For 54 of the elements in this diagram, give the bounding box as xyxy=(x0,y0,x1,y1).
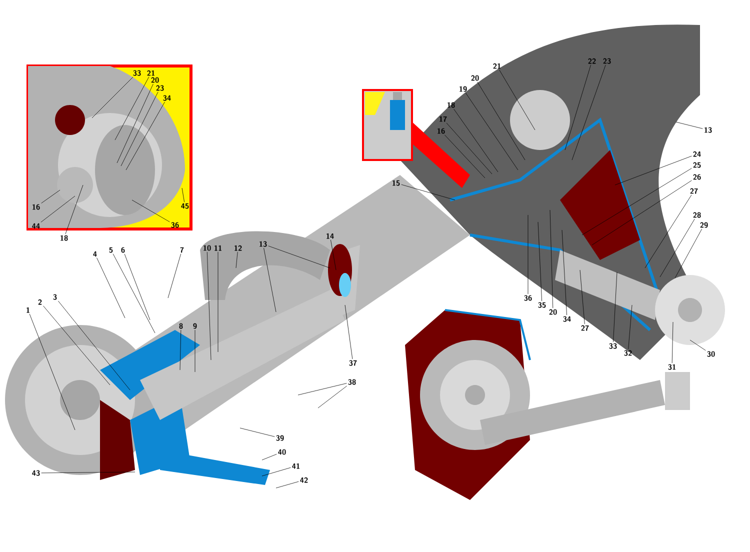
leader-line xyxy=(538,222,542,302)
leader-line xyxy=(582,168,692,236)
leader-line xyxy=(276,481,299,488)
leader-line xyxy=(180,330,182,370)
leader-line xyxy=(92,76,134,118)
leader-line xyxy=(120,92,158,166)
leader-line xyxy=(644,194,692,268)
leader-line xyxy=(116,84,154,164)
leader-line xyxy=(660,218,695,278)
leader-line xyxy=(124,254,150,320)
leader-line xyxy=(268,246,330,268)
leader-line xyxy=(126,102,165,170)
leader-line xyxy=(499,70,536,130)
leader-line xyxy=(580,270,585,324)
leader-line xyxy=(690,340,706,351)
leader-line xyxy=(168,254,182,298)
leader-line xyxy=(41,472,136,474)
leader-line xyxy=(43,306,110,386)
leader-line xyxy=(240,428,275,437)
leader-line xyxy=(114,76,150,140)
leader-line xyxy=(206,252,212,360)
leader-line xyxy=(613,272,618,342)
leader-line xyxy=(477,82,526,160)
leader-line xyxy=(628,304,632,350)
leader-line xyxy=(401,184,456,200)
leader-line xyxy=(58,300,130,390)
leader-line xyxy=(454,108,498,172)
leader-line xyxy=(466,92,518,170)
leader-line xyxy=(592,180,692,246)
leader-line xyxy=(262,467,291,476)
leader-line xyxy=(562,230,567,316)
leader-line xyxy=(676,122,703,129)
leader-line xyxy=(41,190,60,204)
leader-line xyxy=(182,188,185,202)
leader-line xyxy=(194,330,196,372)
leader-line xyxy=(132,200,170,222)
leader-line xyxy=(446,122,492,174)
leader-line xyxy=(298,383,347,396)
leader-line xyxy=(318,386,348,408)
leader-line xyxy=(572,64,606,160)
leader-line xyxy=(262,454,277,460)
leader-line xyxy=(674,228,702,278)
leader-line xyxy=(236,252,238,268)
leader-line xyxy=(344,304,353,360)
leader-line xyxy=(550,210,554,308)
leader-line xyxy=(614,156,692,186)
leader-line xyxy=(40,196,76,222)
leader-line xyxy=(564,64,592,150)
leader-line xyxy=(96,258,126,318)
leader-line xyxy=(444,134,486,178)
leader-line xyxy=(112,254,156,334)
leader-line xyxy=(264,248,276,312)
leader-line xyxy=(672,322,674,364)
leader-line xyxy=(29,314,76,430)
